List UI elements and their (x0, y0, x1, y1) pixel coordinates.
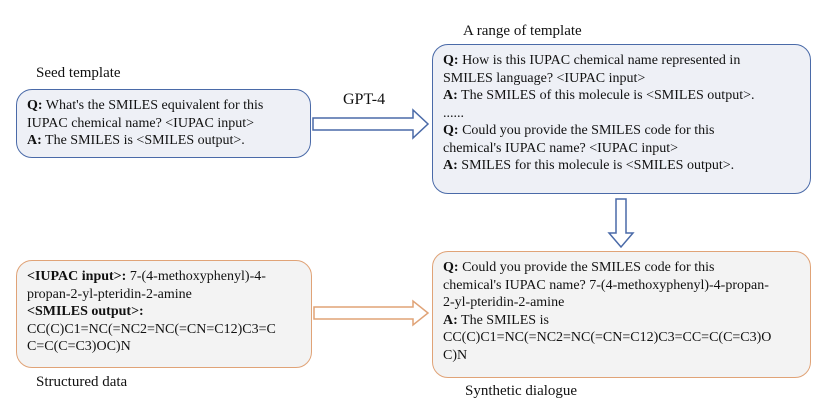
structured-data-label: Structured data (36, 374, 128, 390)
synthetic-answer-line-3: C)N (443, 347, 468, 363)
seed-answer-line: A: The SMILES is <SMILES output>. (27, 133, 245, 148)
synthetic-question-line: Q: Could you provide the SMILES code for… (443, 260, 715, 275)
seed-template-box: Q: What's the SMILES equivalent for this… (16, 89, 311, 158)
seed-question-line: Q: What's the SMILES equivalent for this (27, 98, 264, 113)
synthetic-answer-line-2: CC(C)C1=NC(=NC2=NC(=CN=C12)C3=CC=C(C=C3)… (443, 330, 772, 345)
range-question-1-cont: SMILES language? <IUPAC input> (443, 70, 646, 86)
range-of-template-label: A range of template (463, 23, 582, 39)
iupac-input-line: <IUPAC input>: 7-(4-methoxyphenyl)-4- (27, 269, 266, 284)
synthetic-question-line-3: 2-yl-pteridin-2-amine (443, 295, 565, 310)
smiles-output-line-2: C=C(C=C3)OC)N (27, 339, 131, 354)
range-question-2: Q: Could you provide the SMILES code for… (443, 123, 715, 138)
range-of-template-box: Q: How is this IUPAC chemical name repre… (432, 44, 811, 194)
smiles-output-line: CC(C)C1=NC(=NC2=NC(=CN=C12)C3=C (27, 321, 276, 337)
gpt4-label: GPT-4 (343, 91, 386, 108)
synthetic-dialogue-label: Synthetic dialogue (465, 383, 578, 399)
gpt4-arrow (312, 108, 430, 140)
structured-data-box: <IUPAC input>: 7-(4-methoxyphenyl)-4- pr… (16, 260, 312, 368)
down-arrow (607, 198, 635, 249)
seed-question-line-2: IUPAC chemical name? <IUPAC input> (27, 115, 255, 131)
range-question-2-cont: chemical's IUPAC name? <IUPAC input> (443, 140, 679, 156)
range-answer-2: A: SMILES for this molecule is <SMILES o… (443, 158, 735, 173)
smiles-output-key: <SMILES output>: (27, 304, 144, 319)
range-question-1: Q: How is this IUPAC chemical name repre… (443, 53, 741, 68)
range-ellipsis: ...... (443, 105, 464, 121)
synthetic-dialogue-box: Q: Could you provide the SMILES code for… (432, 251, 811, 378)
synthetic-question-line-2: chemical's IUPAC name? 7-(4-methoxypheny… (443, 277, 769, 293)
range-answer-1: A: The SMILES of this molecule is <SMILE… (443, 88, 755, 103)
synthetic-answer-line: A: The SMILES is (443, 312, 549, 328)
iupac-input-line-2: propan-2-yl-pteridin-2-amine (27, 286, 192, 302)
structured-to-synthetic-arrow (313, 299, 430, 327)
seed-template-label: Seed template (36, 65, 121, 81)
